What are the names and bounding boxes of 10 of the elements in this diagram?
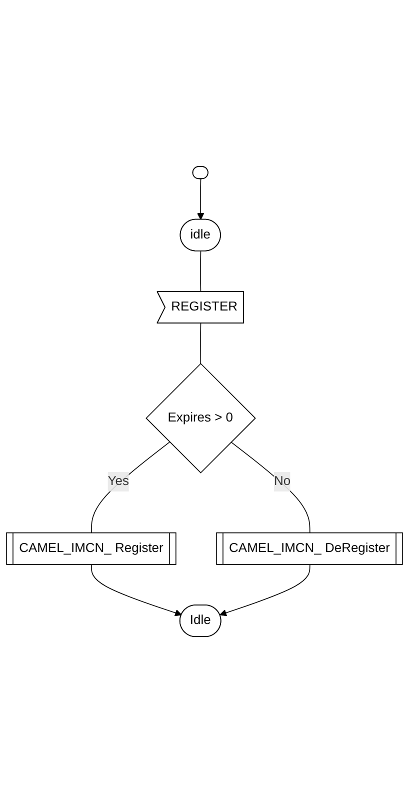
node-diamond: Expires > 0	[146, 363, 256, 474]
connector	[230, 442, 310, 534]
arrow	[197, 178, 204, 220]
edge-label: No	[274, 474, 291, 488]
connector	[200, 323, 202, 364]
connector	[200, 250, 202, 292]
arrow	[91, 564, 182, 616]
edge-label: Yes	[108, 474, 129, 488]
arrow	[220, 564, 310, 616]
connector	[91, 442, 170, 534]
